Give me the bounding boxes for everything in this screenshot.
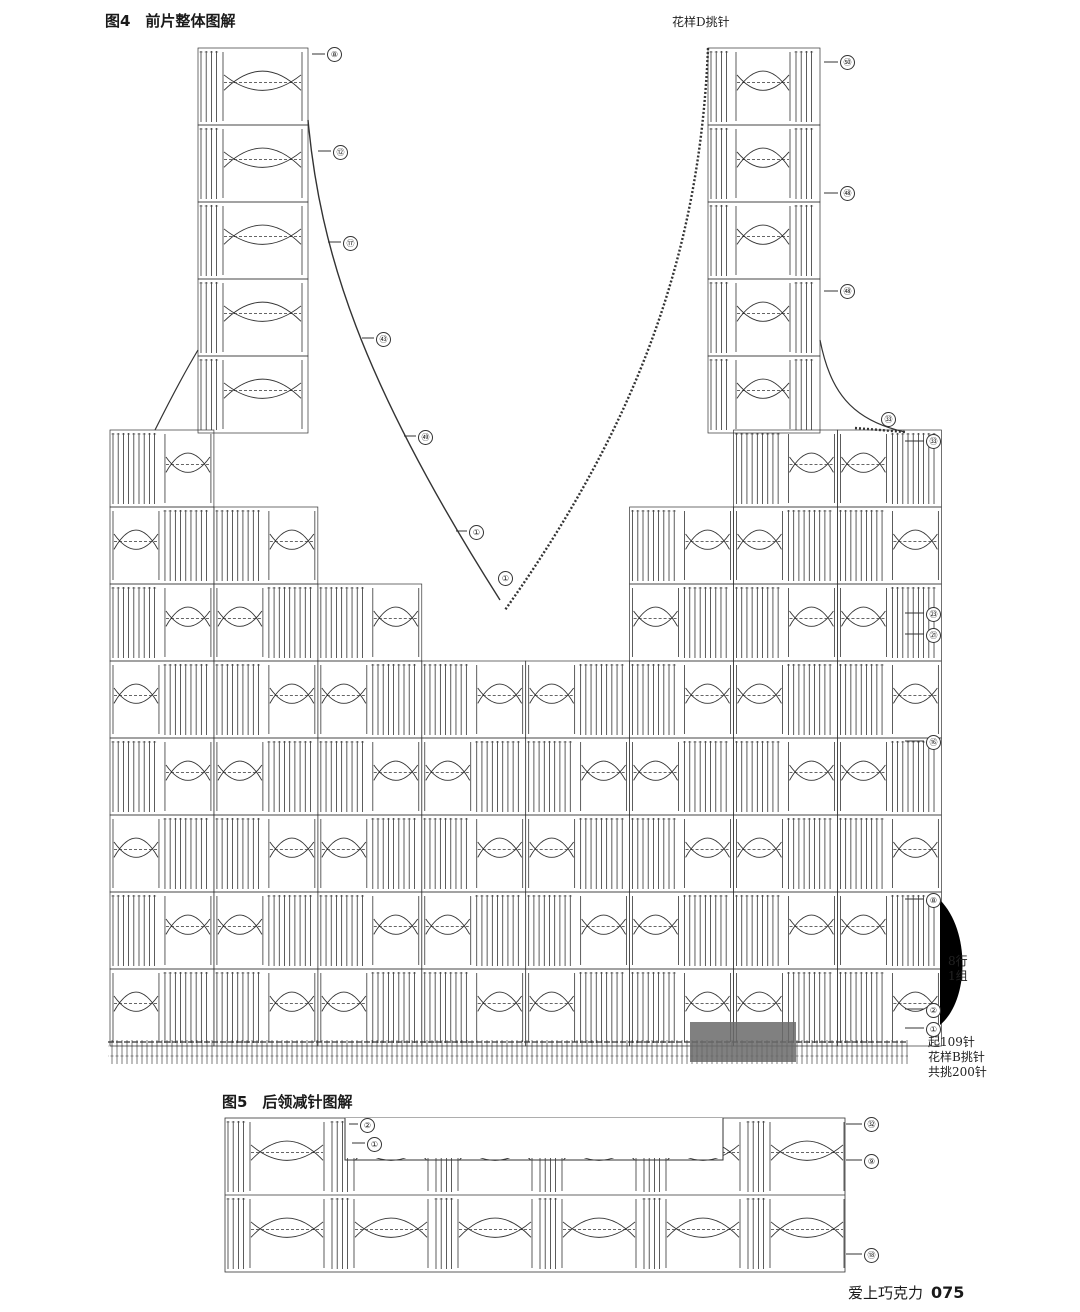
row-marker: ② [360, 1118, 375, 1133]
pattern-b-label: 花样B挑针 [928, 1050, 985, 1064]
repeat-rows-label: 8行 [948, 954, 968, 968]
front-chart-grid [108, 47, 942, 1064]
row-marker: ⑧ [926, 893, 941, 908]
repeat-group-label: 1组 [948, 969, 968, 983]
row-marker: ㉓ [926, 607, 941, 622]
row-marker: ㊿ [840, 55, 855, 70]
chart-annotations [312, 53, 963, 1255]
row-marker: ㉝ [926, 434, 941, 449]
page-number: 075 [931, 1283, 965, 1302]
row-marker: ⑰ [343, 236, 358, 251]
figure5-title: 图5 后领减针图解 [222, 1093, 353, 1111]
row-marker: ① [926, 1022, 941, 1037]
row-marker: ㊽ [840, 186, 855, 201]
row-marker: ㊾ [418, 430, 433, 445]
row-marker: ㉜ [864, 1117, 879, 1132]
row-marker: ⑧ [327, 47, 342, 62]
figure4-title: 图4 前片整体图解 [105, 12, 236, 30]
row-marker: ㉑ [926, 628, 941, 643]
row-marker: ⑨ [864, 1154, 879, 1169]
row-marker: ② [926, 1003, 941, 1018]
cast-on-label: 起109针 [928, 1035, 975, 1049]
pattern-d-label: 花样D挑针 [672, 15, 730, 29]
page-footer: 爱上巧克力 075 [848, 1282, 964, 1303]
book-name: 爱上巧克力 [848, 1284, 924, 1302]
row-marker: ⑫ [333, 145, 348, 160]
row-marker: ㊽ [840, 284, 855, 299]
row-marker: ① [469, 525, 484, 540]
back-neck-chart-grid [224, 1117, 846, 1273]
total-stitches-label: 共挑200针 [928, 1065, 987, 1079]
row-marker: ⑯ [926, 735, 941, 750]
row-marker: ① [367, 1137, 382, 1152]
row-marker: ㉝ [881, 412, 896, 427]
row-marker: ① [498, 571, 513, 586]
row-marker: ⑱ [864, 1248, 879, 1263]
row-marker: ㊸ [376, 332, 391, 347]
